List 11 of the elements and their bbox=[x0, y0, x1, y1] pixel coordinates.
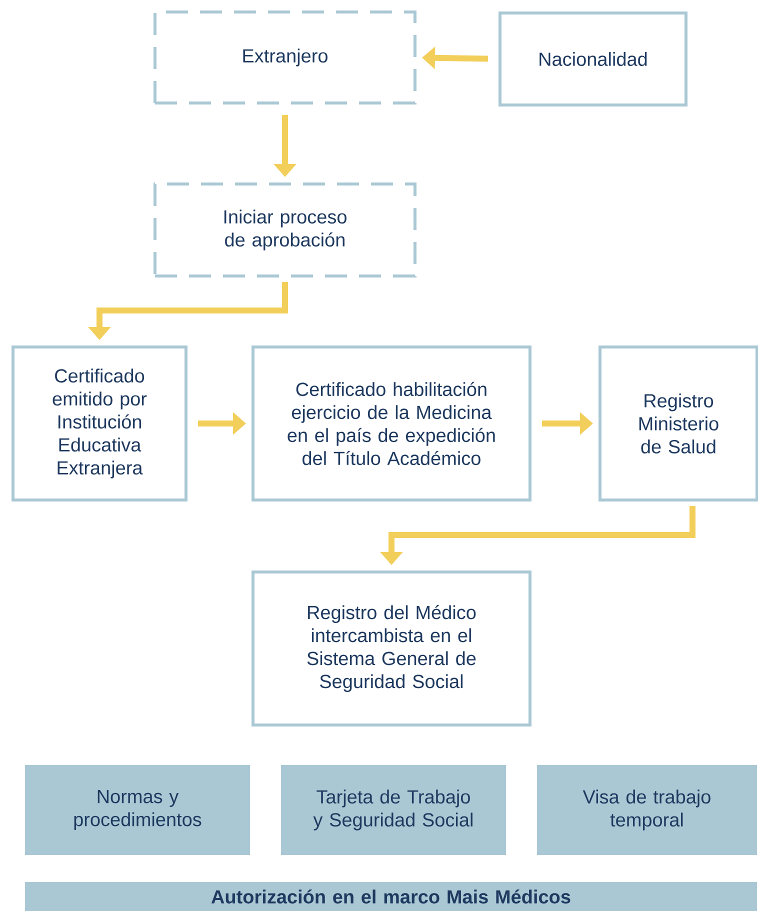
dashed-box: Iniciar proceso de aprobación bbox=[154, 182, 416, 278]
title-bar: Autorización en el marco Mais Médicos bbox=[25, 882, 757, 911]
process-box: Registro Ministerio de Salud bbox=[598, 346, 758, 502]
process-box: Certificado emitido por Institución Educativa Extranjera bbox=[12, 346, 188, 502]
info-box: Visa de trabajo temporal bbox=[537, 765, 757, 855]
info-box: Tarjeta de Trabajo y Seguridad Social bbox=[281, 765, 506, 855]
dashed-box: Extranjero bbox=[154, 10, 416, 104]
process-box: Certificado habilitación ejercicio de la Medicina en el país de expedición del Título Académico bbox=[252, 346, 532, 502]
info-box: Normas y procedimientos bbox=[25, 765, 250, 855]
process-box: Registro del Médico intercambista en el Sistema General de Seguridad Social bbox=[252, 570, 532, 726]
process-box: Nacionalidad bbox=[498, 12, 688, 106]
